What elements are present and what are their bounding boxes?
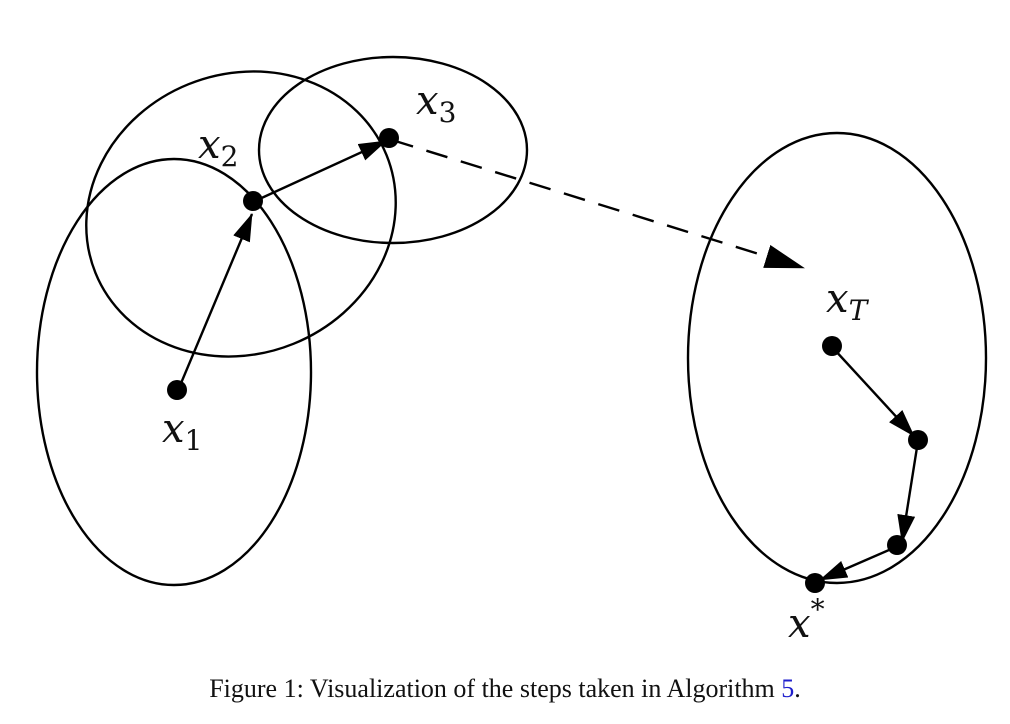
label-xstar: x*: [788, 593, 825, 647]
point-x2: [243, 191, 263, 211]
step-arrow-x2-x3: [254, 139, 387, 203]
step-arrow-p2-p3: [897, 440, 920, 543]
label-x1: x1: [162, 406, 202, 457]
step-arrow-p3-xstar: [819, 545, 897, 582]
caption-text: Figure 1: Visualization of the steps tak…: [209, 674, 782, 703]
trust-region-xT: [686, 131, 988, 585]
label-x3: x3: [416, 78, 456, 129]
algorithm-steps-diagram: x1 x2 x3 xT x*: [35, 55, 988, 647]
caption-end: .: [794, 674, 801, 703]
trust-region-x1: [35, 157, 313, 587]
point-x1: [167, 380, 187, 400]
label-x2: x2: [198, 122, 238, 173]
point-x3: [379, 128, 399, 148]
point-xstar: [805, 573, 825, 593]
dashed-arrow-to-xT: [391, 138, 805, 270]
point-step-2: [908, 430, 928, 450]
point-xT: [822, 336, 842, 356]
step-arrow-xT-p2: [832, 347, 915, 437]
step-arrow-x1-x2: [177, 213, 254, 389]
label-xT: xT: [826, 276, 870, 327]
figure-caption: Figure 1: Visualization of the steps tak…: [0, 674, 1010, 714]
trust-region-x3: [257, 55, 529, 245]
point-step-3: [887, 535, 907, 555]
trust-region-x2: [85, 70, 397, 358]
algorithm-reference-link[interactable]: 5: [781, 674, 795, 703]
